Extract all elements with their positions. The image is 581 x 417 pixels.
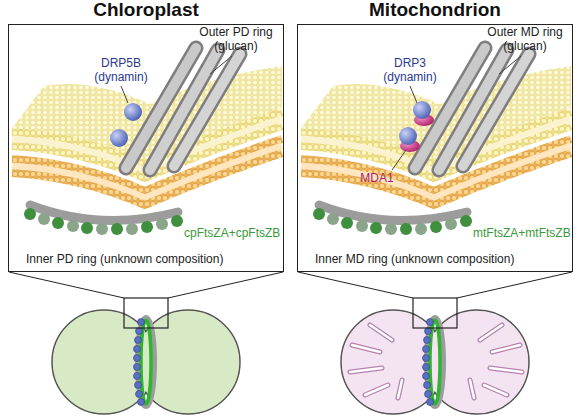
part-label: mtFtsZA+mtFtsZB	[473, 226, 581, 240]
part-label: Outer MD ring (glucan)	[477, 25, 573, 53]
zoom-lines	[9, 272, 572, 298]
panel-heading: Mitochondrion	[298, 0, 572, 21]
chloroplast-inset-art	[12, 48, 282, 235]
part-label: cpFtsZA+cpFtsZB	[184, 226, 294, 240]
leader-line	[392, 150, 406, 170]
panel-heading: Chloroplast	[9, 0, 283, 21]
chloroplast-organelle	[52, 298, 240, 414]
mitochondrion-organelle	[341, 298, 529, 414]
part-label: DRP5B (dynamin)	[92, 56, 150, 84]
dynamin-spheres	[399, 101, 431, 145]
part-label: Outer PD ring (glucan)	[188, 25, 284, 53]
dynamin-spheres	[110, 103, 142, 147]
mitochondrion-inset-art	[301, 48, 571, 235]
part-label: Inner MD ring (unknown composition)	[315, 252, 565, 266]
mda1-proteins	[400, 114, 434, 152]
part-label: MDA1	[355, 171, 399, 185]
part-label: DRP3 (dynamin)	[381, 56, 439, 84]
part-label: Inner PD ring (unknown composition)	[26, 252, 276, 266]
